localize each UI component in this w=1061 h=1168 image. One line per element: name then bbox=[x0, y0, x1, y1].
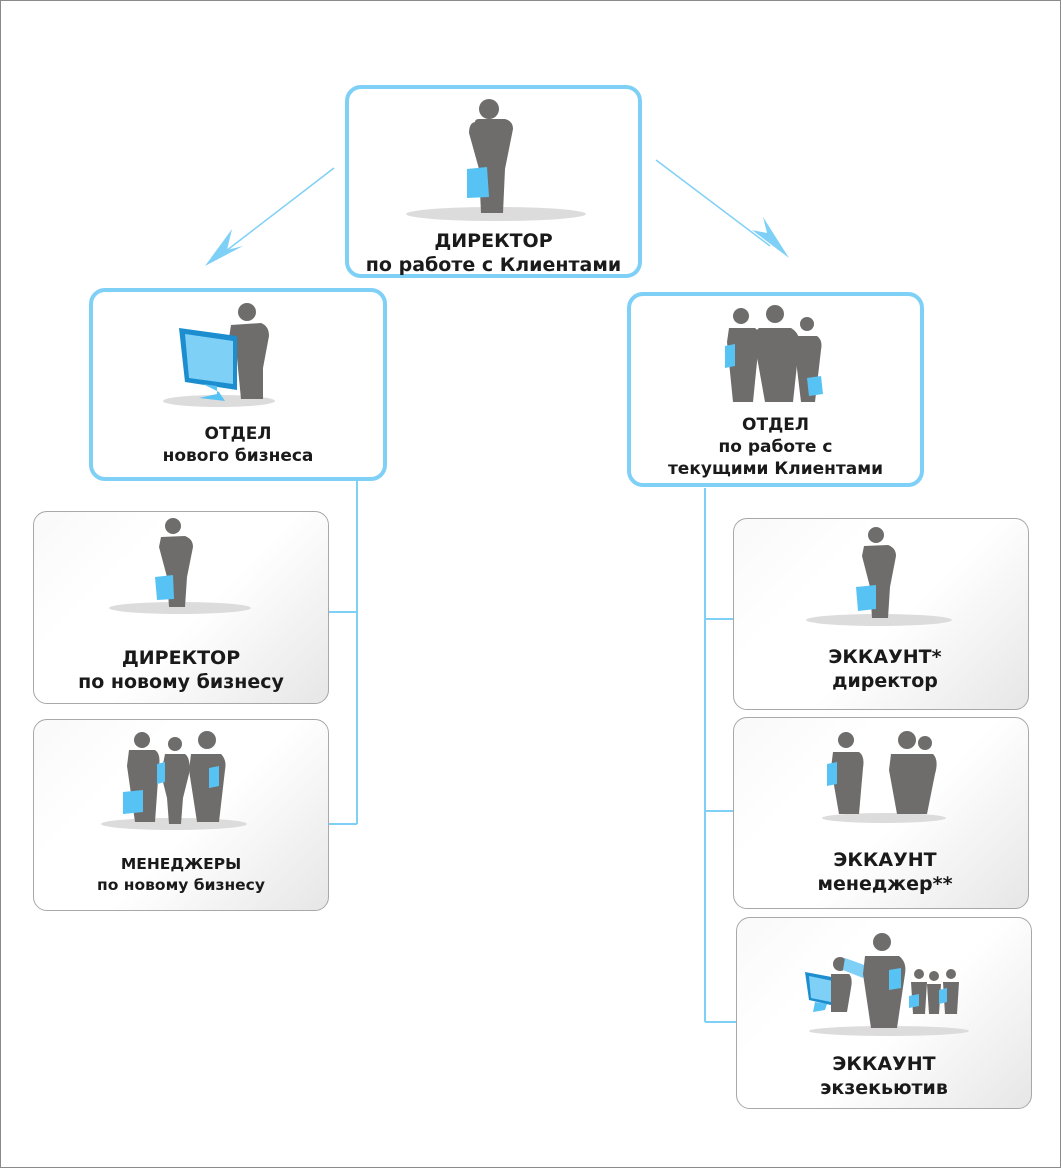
director-new-business-label: ДИРЕКТОР по новому бизнесу bbox=[34, 646, 328, 694]
dept-new-business-subtitle: нового бизнеса bbox=[162, 446, 314, 466]
node-dept-current-clients: ОТДЕЛ по работе с текущими Клиентами bbox=[627, 292, 924, 487]
director-new-business-title: ДИРЕКТОР bbox=[121, 647, 241, 669]
node-account-executive: ЭККАУНТ экзекьютив bbox=[736, 917, 1032, 1109]
dept-new-business-title: ОТДЕЛ bbox=[204, 424, 272, 444]
managers-new-business-subtitle: по новому бизнесу bbox=[97, 876, 265, 894]
two-people-icon bbox=[822, 731, 946, 823]
director-clients-label: ДИРЕКТОР по работе с Клиентами bbox=[349, 229, 638, 277]
managers-new-business-label: МЕНЕДЖЕРЫ по новому бизнесу bbox=[34, 854, 328, 896]
director-clients-subtitle: по работе с Клиентами bbox=[365, 254, 622, 276]
node-director-new-business: ДИРЕКТОР по новому бизнесу bbox=[33, 511, 329, 704]
account-director-subtitle: директор bbox=[832, 670, 938, 692]
dept-current-clients-subtitle-1: по работе с bbox=[718, 437, 833, 457]
node-director-clients: ДИРЕКТОР по работе с Клиентами bbox=[345, 85, 642, 278]
team-icon bbox=[101, 731, 247, 830]
account-executive-title: ЭККАУНТ bbox=[832, 1053, 936, 1075]
account-executive-subtitle: экзекьютив bbox=[820, 1077, 948, 1099]
account-manager-title: ЭККАУНТ bbox=[833, 849, 937, 871]
managers-new-business-title: МЕНЕДЖЕРЫ bbox=[120, 855, 242, 873]
director-new-business-subtitle: по новому бизнесу bbox=[78, 671, 284, 693]
dept-new-business-label: ОТДЕЛ нового бизнеса bbox=[93, 423, 383, 467]
person-with-folder-icon bbox=[806, 527, 952, 626]
node-account-director: ЭККАУНТ* директор bbox=[733, 518, 1029, 710]
person-with-monitor-icon bbox=[163, 303, 275, 407]
node-managers-new-business: МЕНЕДЖЕРЫ по новому бизнесу bbox=[33, 719, 329, 911]
office-team-icon bbox=[805, 933, 969, 1036]
dept-current-clients-title: ОТДЕЛ bbox=[742, 415, 809, 435]
account-manager-subtitle: менеджер** bbox=[817, 873, 953, 895]
person-with-folder-icon bbox=[109, 518, 251, 614]
person-with-folder-icon bbox=[406, 99, 586, 221]
arrow-to-dept-current-clients bbox=[655, 159, 789, 258]
arrow-to-dept-new-business bbox=[205, 167, 335, 266]
account-director-title: ЭККАУНТ* bbox=[828, 646, 942, 668]
director-clients-title: ДИРЕКТОР bbox=[434, 230, 553, 252]
account-executive-label: ЭККАУНТ экзекьютив bbox=[737, 1052, 1031, 1100]
account-manager-label: ЭККАУНТ менеджер** bbox=[734, 848, 1028, 896]
account-director-label: ЭККАУНТ* директор bbox=[734, 645, 1028, 693]
node-dept-new-business: ОТДЕЛ нового бизнеса bbox=[89, 288, 387, 481]
dept-current-clients-label: ОТДЕЛ по работе с текущими Клиентами bbox=[631, 414, 920, 480]
group-of-three-icon bbox=[725, 305, 823, 402]
dept-current-clients-subtitle-2: текущими Клиентами bbox=[667, 459, 884, 479]
node-account-manager: ЭККАУНТ менеджер** bbox=[733, 717, 1029, 909]
